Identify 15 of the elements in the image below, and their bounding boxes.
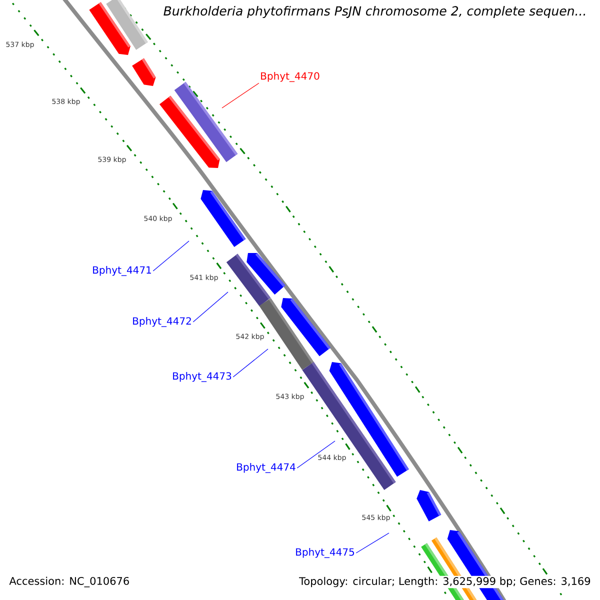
leader-line: [296, 440, 336, 468]
gene-label: Bphyt_4474: [237, 463, 296, 473]
leader-line: [232, 348, 268, 378]
info-text: Topology: circular; Length: 3,625,999 bp; Genes: 3,169: [298, 576, 592, 588]
info-text: Accession: NC_010676: [9, 576, 129, 588]
title: Burkholderia phytofirmans PsJN chromosome 2, complete sequen...: [161, 4, 589, 20]
leader-line: [356, 532, 390, 554]
leader-line: [222, 82, 260, 108]
gene-label: Bphyt_4475: [296, 548, 354, 558]
leader-line: [152, 240, 190, 272]
gene-label: Bphyt_4470: [261, 72, 320, 82]
leader-line: [192, 292, 228, 322]
gene-label: Bphyt_4471: [93, 266, 151, 276]
gene-label: Bphyt_4473: [173, 372, 232, 382]
gene-label: Bphyt_4472: [133, 317, 191, 327]
